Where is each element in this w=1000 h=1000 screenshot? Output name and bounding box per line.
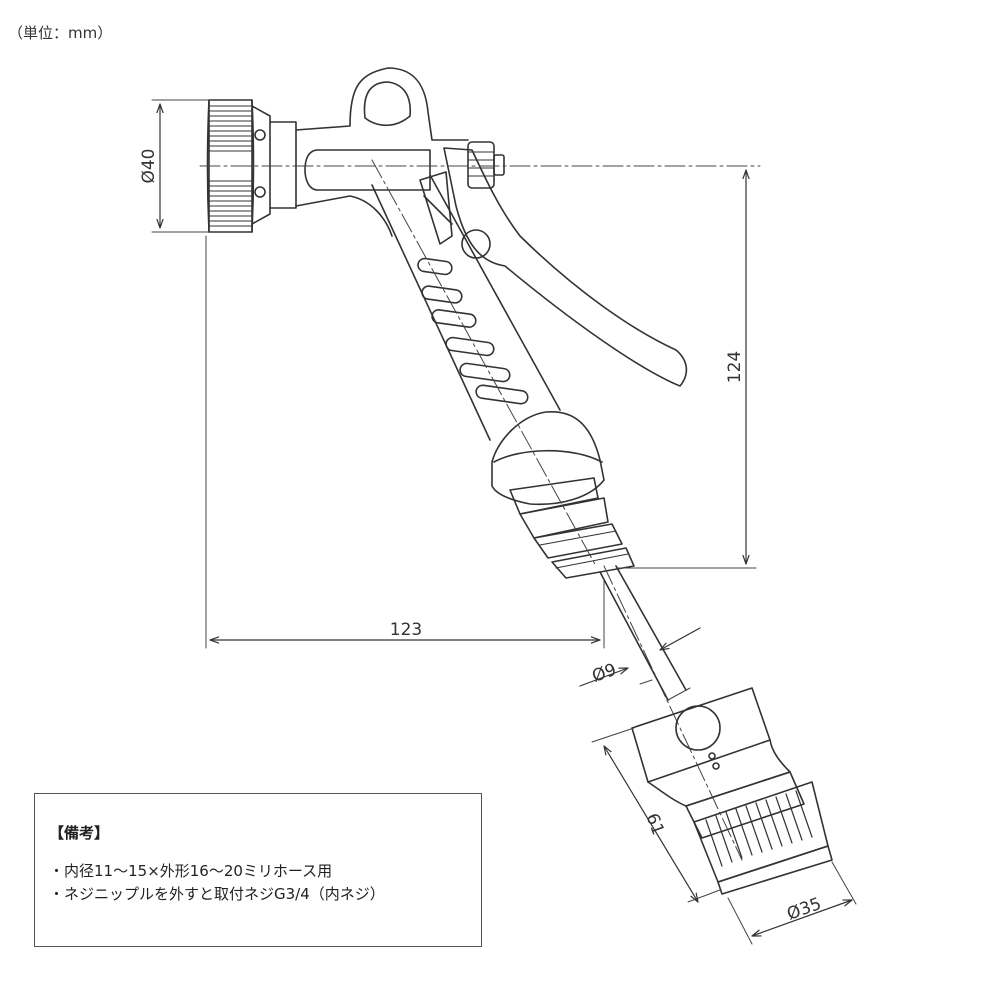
grip-slot-2 [421,285,463,304]
nozzle-head [206,99,297,233]
dim-line-d9-left [579,667,629,687]
grip [371,174,561,441]
connector-port [675,705,721,751]
dim-d35-label: Ø35 [784,894,824,925]
dim-d40-label: Ø40 [139,148,159,183]
barrel-channel [304,149,431,191]
note-item-hose-size: 内径11〜15×外形16〜20ミリホース用 [49,860,385,883]
collar-hole-top [254,129,266,141]
dim-124-label: 124 [725,351,745,383]
connector-knurl [705,790,813,867]
center-lines [199,159,761,861]
nozzle-knurl [208,105,253,227]
pipe [599,565,687,701]
dim-line-d35 [751,899,853,937]
notes-title: 【備考】 [49,824,110,842]
dim-line-d9-right [659,627,701,651]
grip-slot-1 [417,257,453,276]
grip-slot-3 [431,309,477,328]
unit-label: （単位：mm） [8,24,113,42]
collar-hole-bottom [254,186,266,198]
dimension-lines [160,103,853,937]
trigger-pivot [461,229,491,259]
grip-slot-6 [475,384,529,405]
dim-123-label: 123 [390,620,422,640]
notes-list: 内径11〜15×外形16〜20ミリホース用 ネジニップルを外すと取付ネジG3/4… [49,860,385,906]
notes-box: 【備考】 内径11〜15×外形16〜20ミリホース用 ネジニップルを外すと取付ネ… [34,793,482,947]
hanging-hole [363,81,412,127]
connector-pin-2 [712,762,720,770]
connector-pin [708,752,716,760]
handle-coupling [491,410,635,579]
note-item-thread: ネジニップルを外すと取付ネジG3/4（内ネジ） [49,883,385,906]
valve-nut [467,141,505,189]
trigger-lever [419,147,688,387]
quick-connector [631,687,833,895]
grip-slot-4 [445,336,495,357]
dim-d9-label: Ø9 [589,660,619,687]
barrel [295,67,469,237]
dim-line-61 [603,745,699,903]
